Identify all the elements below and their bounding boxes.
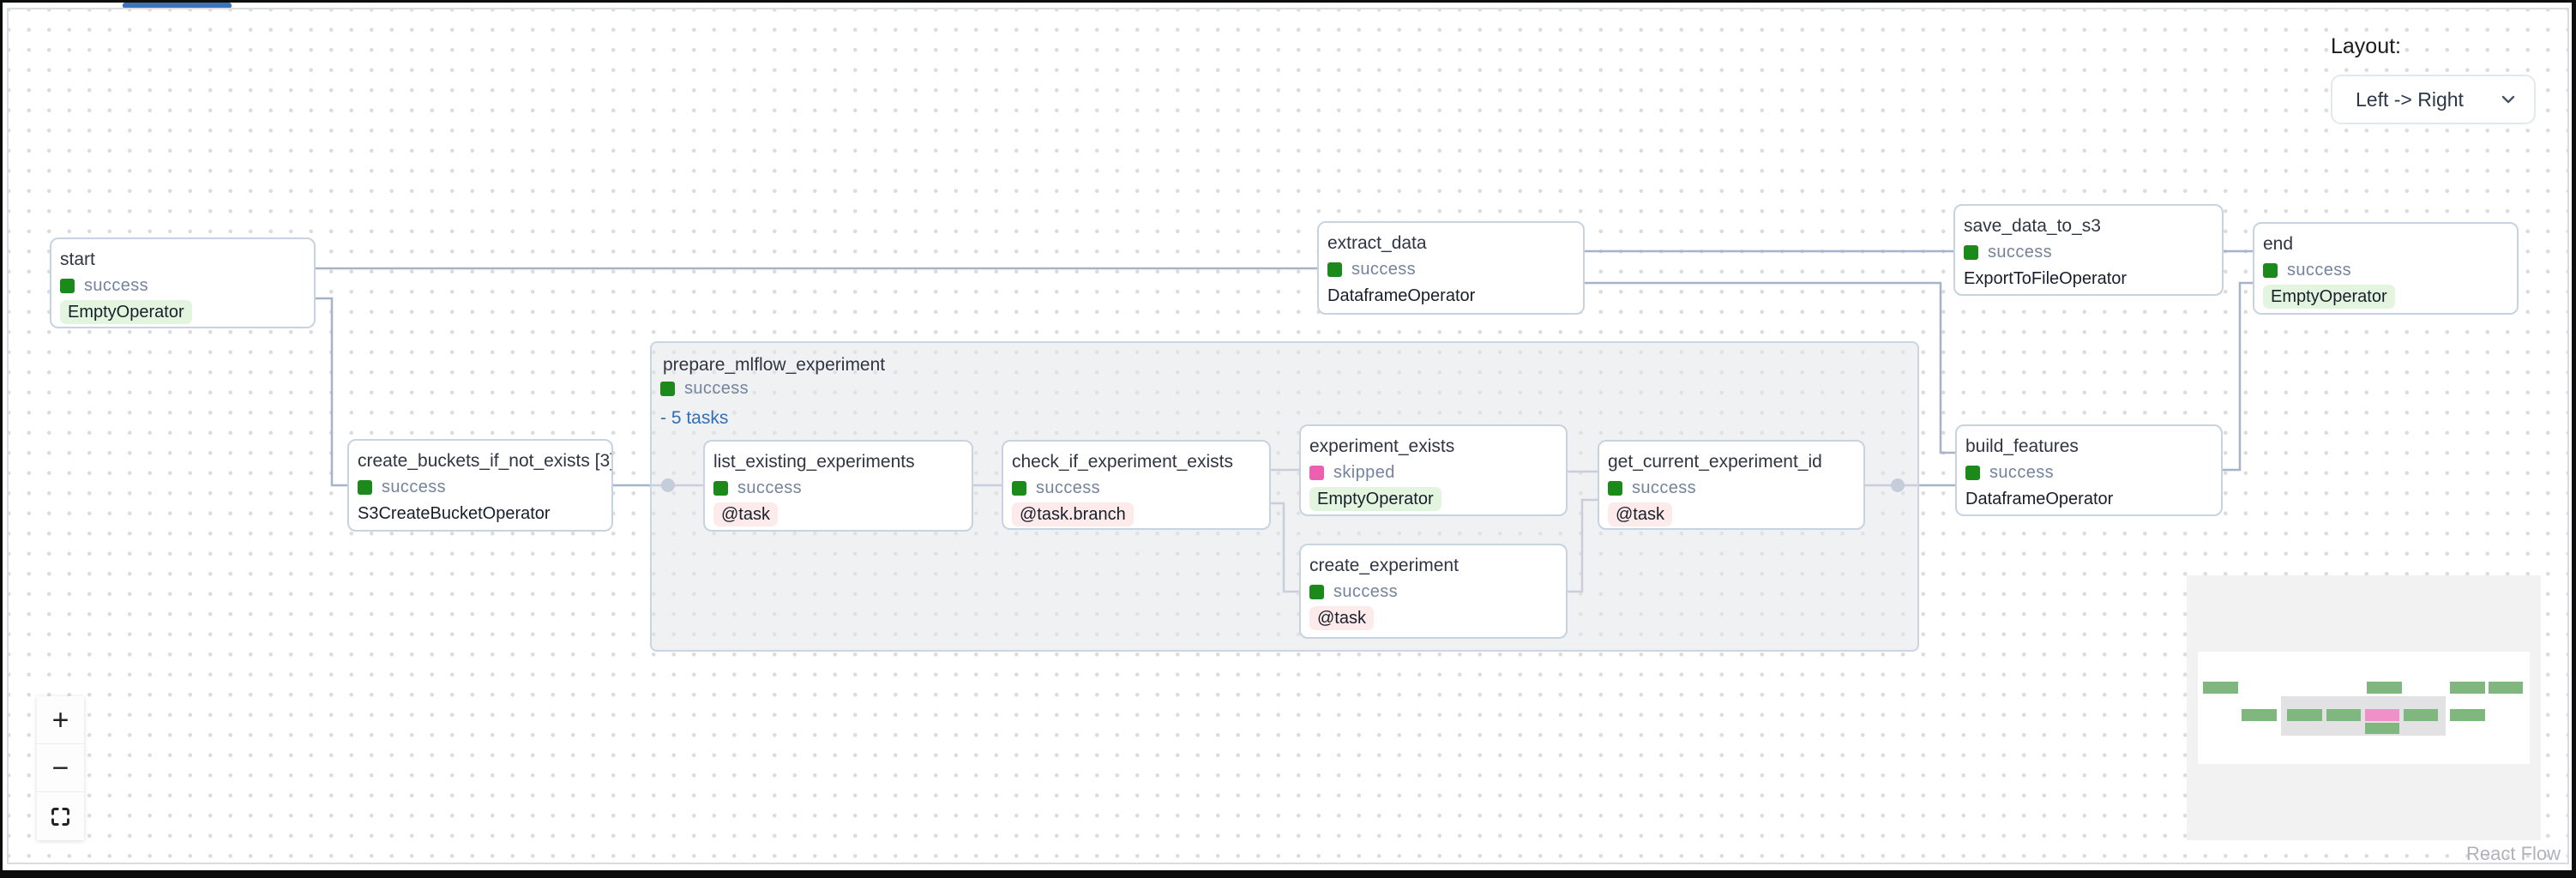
minimap-node-start	[2203, 682, 2238, 694]
task-node-create-buckets-if-not-exists[interactable]: create_buckets_if_not_exists [3] success…	[347, 439, 613, 532]
task-node-check-if-experiment-exists[interactable]: check_if_experiment_exists success @task…	[1002, 440, 1271, 530]
task-node-list-existing-experiments[interactable]: list_existing_experiments success @task	[703, 440, 973, 532]
status-square-icon	[713, 480, 728, 496]
task-node-create-experiment[interactable]: create_experiment success @task	[1299, 544, 1568, 639]
status-square-icon	[660, 381, 675, 396]
minimap[interactable]	[2187, 575, 2541, 840]
task-operator-badge: EmptyOperator	[1309, 487, 1441, 511]
task-title: create_experiment	[1309, 556, 1459, 575]
task-status: skipped	[1309, 460, 1557, 485]
task-operator-badge: @task.branch	[1012, 502, 1134, 526]
group-tasks-toggle[interactable]: - 5 tasks	[660, 408, 729, 428]
task-title: get_current_experiment_id	[1608, 452, 1822, 472]
minimap-node-end	[2489, 682, 2523, 694]
graph-canvas[interactable]	[7, 8, 2569, 864]
minus-icon: −	[51, 751, 69, 785]
status-square-icon	[60, 278, 75, 293]
plus-icon: +	[51, 703, 69, 737]
task-title: experiment_exists	[1309, 436, 1455, 456]
status-square-icon	[1012, 480, 1026, 496]
task-operator: ExportToFileOperator	[1964, 269, 2128, 288]
task-operator: S3CreateBucketOperator	[358, 504, 551, 523]
react-flow-attribution: React Flow	[2466, 843, 2561, 864]
task-operator-badge: @task	[1309, 606, 1374, 630]
minimap-node-save-data	[2450, 682, 2485, 694]
status-square-icon	[1964, 244, 1978, 260]
task-node-get-current-experiment-id[interactable]: get_current_experiment_id success @task	[1598, 440, 1865, 530]
task-status: success	[2263, 257, 2508, 283]
task-status: success	[1309, 579, 1557, 604]
status-square-icon	[1309, 465, 1324, 480]
task-title: build_features	[1965, 436, 2079, 456]
task-operator-badge: EmptyOperator	[60, 300, 192, 324]
layout-select-value: Left -> Right	[2356, 87, 2464, 111]
task-status: success	[358, 474, 603, 500]
task-title: save_data_to_s3	[1964, 216, 2101, 236]
task-node-build-features[interactable]: build_features success DataframeOperator	[1955, 424, 2223, 516]
status-square-icon	[358, 479, 372, 495]
task-operator: DataframeOperator	[1327, 286, 1476, 305]
fit-view-icon	[49, 805, 72, 828]
task-group-status: success	[660, 376, 1909, 401]
task-operator-badge: @task	[1608, 502, 1672, 526]
minimap-node-create-experiment	[2365, 723, 2399, 734]
minimap-node-check-exists	[2326, 709, 2361, 721]
status-square-icon	[1965, 465, 1980, 480]
task-title: end	[2263, 234, 2294, 254]
layout-select[interactable]: Left -> Right	[2331, 75, 2536, 124]
fit-view-button[interactable]	[37, 792, 84, 840]
zoom-in-button[interactable]: +	[37, 696, 84, 744]
task-title: extract_data	[1327, 233, 1427, 253]
task-node-start[interactable]: start success EmptyOperator	[50, 238, 316, 328]
task-node-extract-data[interactable]: extract_data success DataframeOperator	[1317, 221, 1585, 315]
task-title: check_if_experiment_exists	[1012, 452, 1233, 472]
zoom-controls: + −	[37, 696, 84, 840]
task-title: create_buckets_if_not_exists [3]	[358, 451, 613, 471]
task-operator-badge: EmptyOperator	[2263, 285, 2395, 309]
task-operator-badge: @task	[713, 502, 778, 526]
tab-active-indicator	[123, 3, 232, 9]
task-node-save-data-to-s3[interactable]: save_data_to_s3 success ExportToFileOper…	[1953, 204, 2224, 296]
chevron-down-icon	[2498, 89, 2519, 110]
minimap-node-list-existing	[2287, 709, 2322, 721]
minimap-node-build-features	[2450, 709, 2485, 721]
task-group-title: prepare_mlflow_experiment	[663, 355, 886, 375]
task-status: success	[1964, 239, 2213, 265]
status-square-icon	[1327, 262, 1342, 277]
task-status: success	[1327, 256, 1574, 282]
task-operator: DataframeOperator	[1965, 490, 2114, 508]
minimap-node-experiment-exists	[2365, 709, 2399, 721]
task-title: start	[60, 250, 95, 269]
status-square-icon	[1608, 480, 1622, 496]
task-status: success	[713, 475, 963, 501]
minimap-node-create-buckets	[2242, 709, 2277, 721]
task-node-end[interactable]: end success EmptyOperator	[2253, 222, 2519, 315]
task-node-experiment-exists[interactable]: experiment_exists skipped EmptyOperator	[1299, 424, 1568, 516]
task-status: success	[1608, 475, 1855, 501]
status-square-icon	[1309, 584, 1324, 599]
minimap-node-extract-data	[2367, 682, 2402, 694]
task-title: list_existing_experiments	[713, 452, 915, 472]
zoom-out-button[interactable]: −	[37, 744, 84, 792]
layout-label: Layout:	[2331, 34, 2402, 58]
task-status: success	[1965, 460, 2212, 485]
status-square-icon	[2263, 262, 2278, 278]
minimap-node-get-current-id	[2404, 709, 2438, 721]
task-status: success	[1012, 475, 1261, 501]
task-status: success	[60, 273, 305, 298]
